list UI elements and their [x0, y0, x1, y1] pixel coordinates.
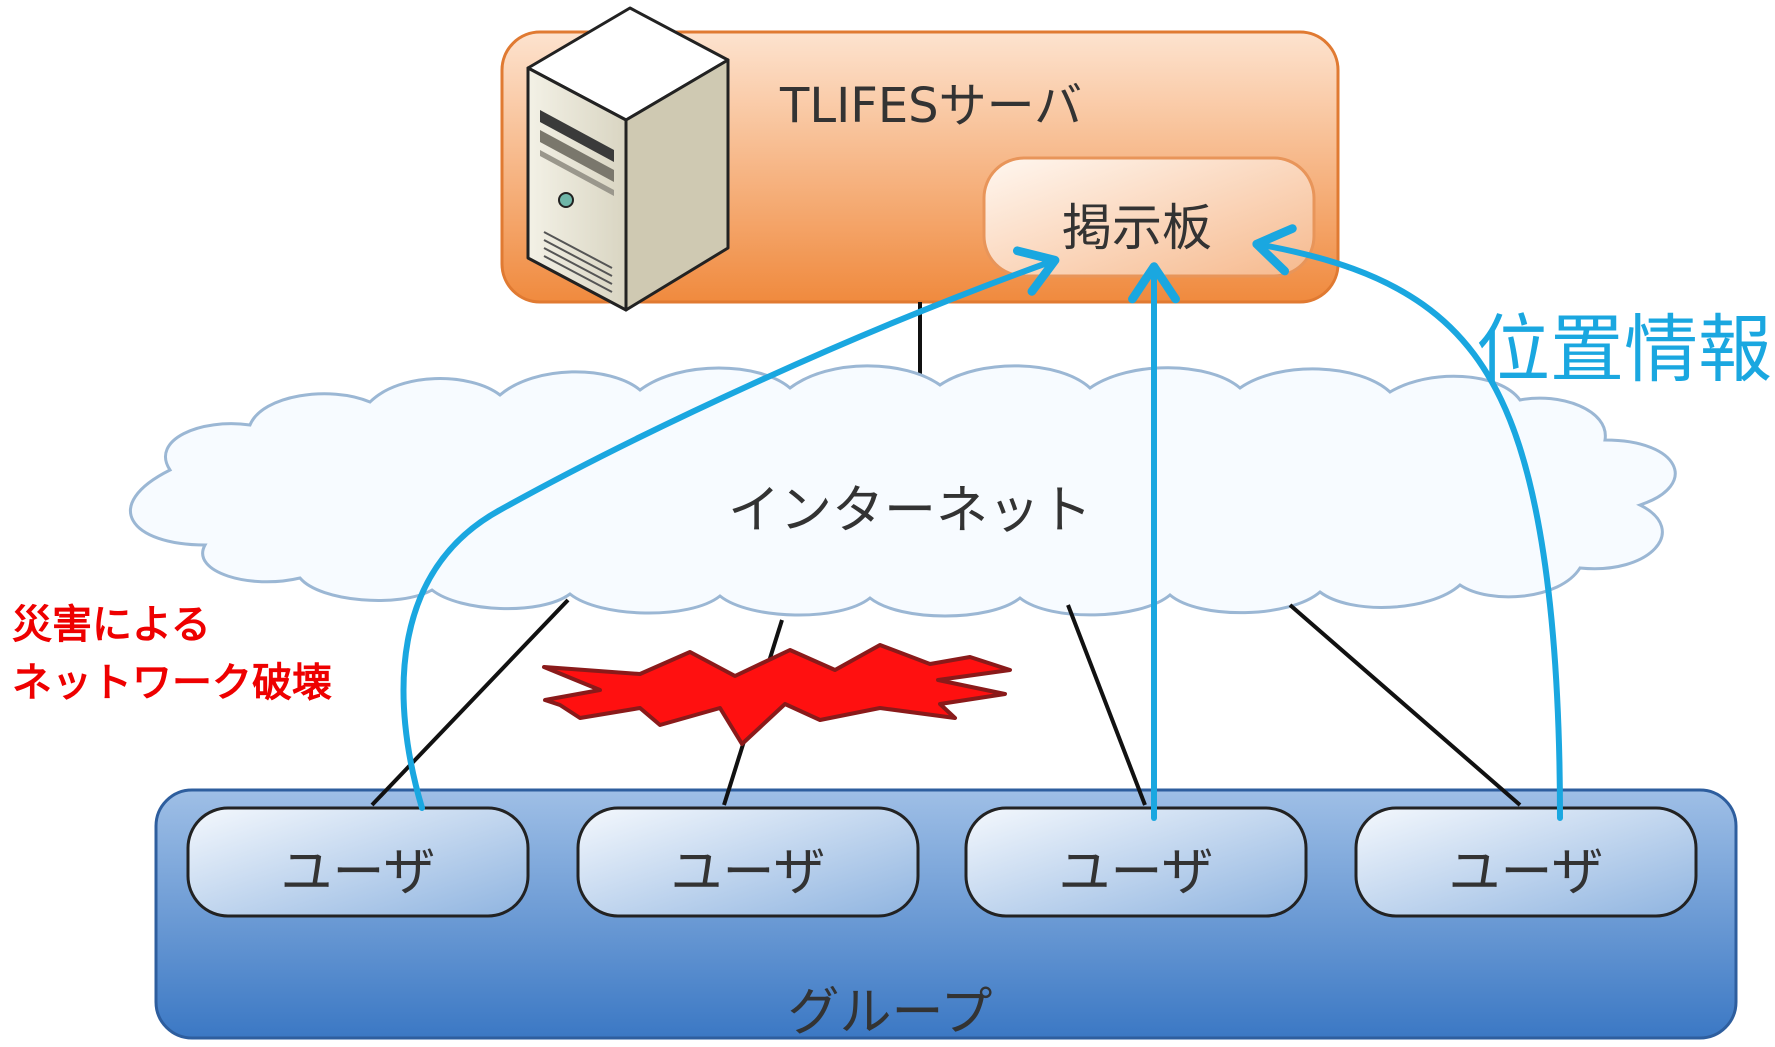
disaster-caption: 災害による ネットワーク破壊	[12, 596, 332, 712]
user-label-1: ユーザ	[280, 843, 436, 903]
user-box-1	[186, 806, 530, 918]
internet-label: インターネット	[728, 481, 1093, 541]
board-label: 掲示板	[1062, 199, 1212, 257]
position-info-label: 位置情報	[1476, 307, 1772, 393]
user-link-line-4	[1288, 603, 1522, 807]
position-arrow-1	[400, 246, 1060, 811]
disaster-caption-line-1: 災害による	[12, 602, 211, 648]
user-label-3: ユーザ	[1058, 843, 1214, 903]
network-break-burst-icon	[542, 643, 1012, 746]
group-label: グループ	[787, 983, 993, 1043]
user-link-line-3	[1066, 604, 1147, 806]
server-title: TLIFESサーバ	[780, 78, 1083, 134]
user-link-line-1	[370, 598, 570, 807]
disaster-caption-line-2: ネットワーク破壊	[12, 660, 332, 706]
user-label-4: ユーザ	[1448, 843, 1604, 903]
position-arrow-3	[1252, 224, 1563, 821]
user-label-2: ユーザ	[670, 843, 826, 903]
user-box-4	[1354, 806, 1698, 918]
internet-cloud	[128, 364, 1677, 618]
user-box-3	[964, 806, 1308, 918]
group-box	[154, 788, 1738, 1040]
server-tower-icon	[526, 6, 730, 312]
user-box-2	[576, 806, 920, 918]
